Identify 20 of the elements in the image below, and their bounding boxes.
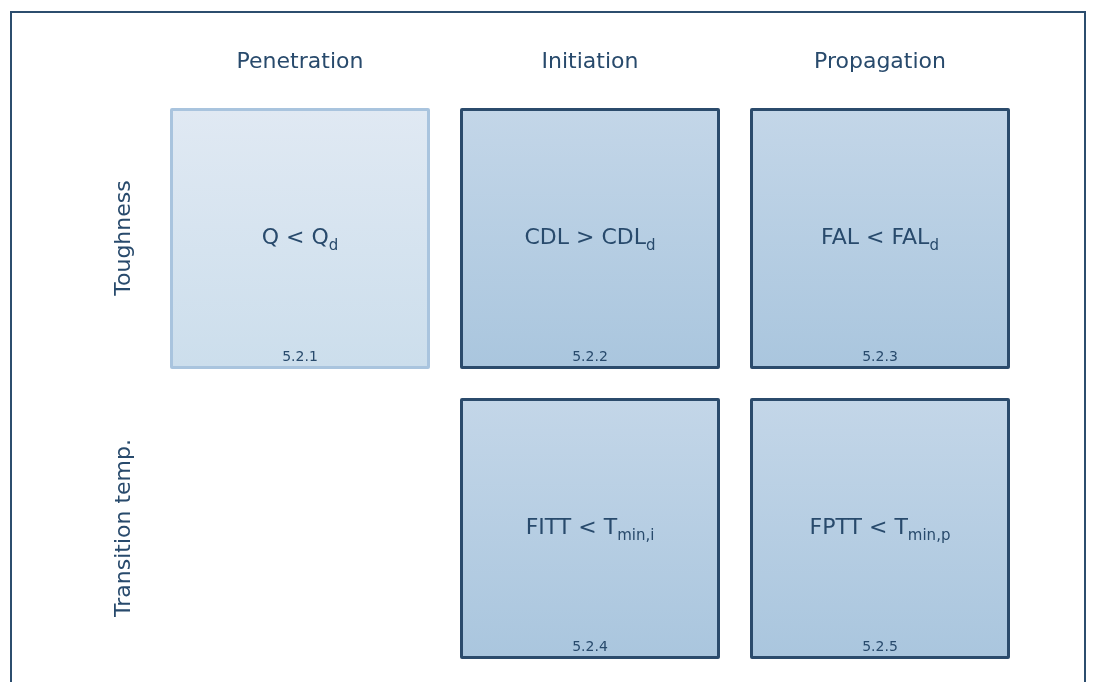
section-number: 5.2.1 <box>281 348 319 364</box>
criterion-box <box>460 398 720 659</box>
criterion-formula: FAL < FAL$_{d}$ <box>820 223 940 254</box>
criterion-formula: CDL > CDL$_{d}$ <box>523 223 657 254</box>
column-header: Propagation <box>814 47 946 73</box>
section-number: 5.2.4 <box>571 638 609 654</box>
row-header: Toughness <box>109 180 135 296</box>
criterion-box <box>750 398 1010 659</box>
section-number: 5.2.2 <box>571 348 609 364</box>
criterion-formula: FPTT < T$_{min,p}$ <box>808 513 952 544</box>
criterion-formula: FITT < T$_{min,i}$ <box>524 513 656 544</box>
column-header: Initiation <box>541 47 639 73</box>
row-header: Transition temp. <box>109 439 135 617</box>
section-number: 5.2.5 <box>861 638 899 654</box>
criterion-box <box>750 108 1010 369</box>
column-header: Penetration <box>236 47 364 73</box>
criterion-box <box>460 108 720 369</box>
criterion-formula: Q < Q$_{d}$ <box>260 223 340 254</box>
criterion-box <box>170 108 430 369</box>
section-number: 5.2.3 <box>861 348 899 364</box>
